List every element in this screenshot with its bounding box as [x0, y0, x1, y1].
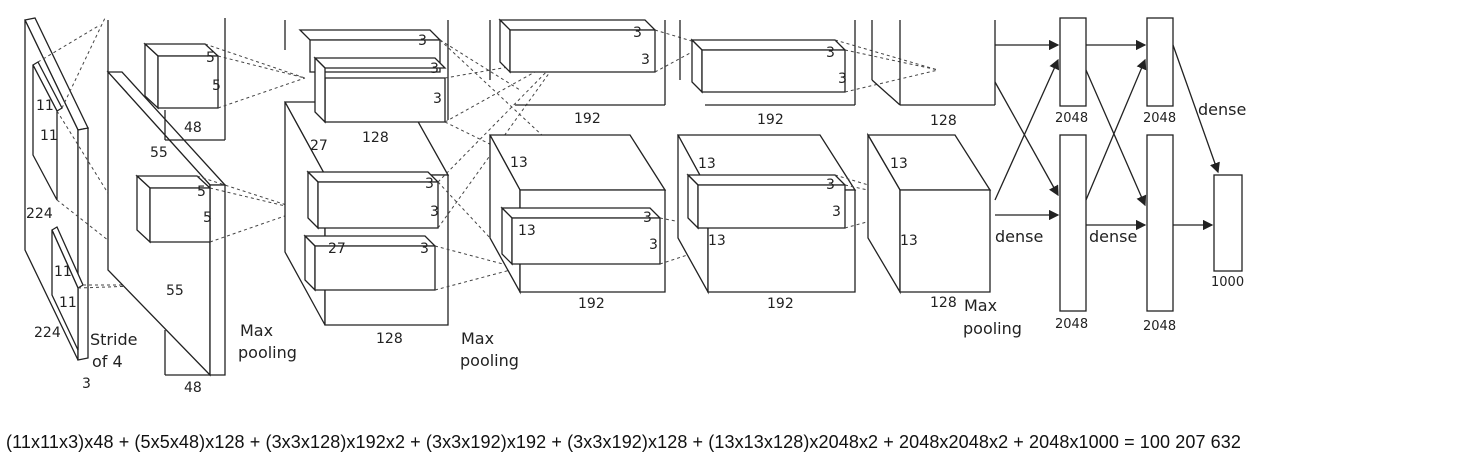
conv3-depth-label-b: 192: [578, 296, 605, 312]
conv3-depth-label: 192: [574, 111, 601, 127]
conv1-size-label: 55: [150, 145, 168, 161]
input-size-label: 224: [26, 206, 53, 222]
conv2-size-label: 27: [310, 138, 328, 154]
output-layer: [1213, 174, 1243, 272]
kernel3-label-6: 3: [420, 241, 429, 257]
kernel5-label-4: 3: [832, 204, 841, 220]
conv3-kernel-bottom: [500, 206, 662, 266]
kernel4-label-4: 3: [649, 237, 658, 253]
max-pooling-2-line1: Max: [461, 329, 494, 348]
conv2-kernel-bottom: [303, 170, 440, 292]
conv1-depth-label: 48: [184, 120, 202, 136]
dense-label-2: dense: [1089, 227, 1137, 246]
conv5-depth-label: 128: [930, 113, 957, 129]
conv4-depth-label: 192: [757, 112, 784, 128]
max-pooling-1-line2: pooling: [238, 343, 297, 362]
alexnet-architecture-diagram: 224 224 3 11 11 11 11 Stride of 4 55 55 …: [24, 17, 1246, 396]
fc6-top-label: 2048: [1055, 111, 1088, 126]
max-pooling-1-line1: Max: [240, 321, 273, 340]
kernel5-label-1: 3: [826, 45, 835, 61]
max-pooling-2-line2: pooling: [460, 351, 519, 370]
kernel2-label-1: 5: [206, 50, 215, 66]
fc7-bottom-label: 2048: [1143, 319, 1176, 334]
max-pooling-3-line2: pooling: [963, 319, 1022, 338]
conv5-size-label: 13: [890, 156, 908, 172]
kernel2-label-2: 5: [212, 78, 221, 94]
fc6-bottom-label: 2048: [1055, 317, 1088, 332]
conv3-kernel-top: [498, 18, 657, 74]
dense-label-1: dense: [995, 227, 1043, 246]
kernel3-label-5: 3: [430, 204, 439, 220]
kernel4-label-2: 3: [641, 52, 650, 68]
conv1-kernel-top: [143, 42, 220, 110]
conv3-size-label: 13: [510, 155, 528, 171]
conv5-depth-label-b: 128: [930, 295, 957, 311]
kernel2-label-3: 5: [197, 184, 206, 200]
conv1-depth-label-b: 48: [184, 380, 202, 396]
kernel1-label-b: 11: [40, 128, 58, 144]
dense-label-3: dense: [1198, 100, 1246, 119]
input-volume: [24, 17, 89, 361]
conv4-depth-label-b: 192: [767, 296, 794, 312]
conv3-size-label-b: 13: [518, 223, 536, 239]
kernel5-label-2: 3: [838, 71, 847, 87]
parameter-count-formula: (11x11x3)x48 + (5x5x48)x128 + (3x3x128)x…: [6, 432, 1241, 452]
conv2-depth-label-b: 128: [376, 331, 403, 347]
max-pooling-3-line1: Max: [964, 296, 997, 315]
conv2-depth-label: 128: [362, 130, 389, 146]
kernel2-label-4: 5: [203, 210, 212, 226]
stride-label-line2: of 4: [92, 352, 123, 371]
kernel3-label-4: 3: [425, 176, 434, 192]
fc7-layer: [1146, 17, 1174, 312]
conv1-size-label-b: 55: [166, 283, 184, 299]
conv4-kernel-top: [690, 38, 847, 94]
fc-connections: [994, 39, 1220, 231]
conv2-kernel-top: [298, 29, 447, 124]
kernel3-label-3: 3: [433, 91, 442, 107]
input-size-bottom-label: 224: [34, 325, 61, 341]
conv1-kernel-bottom: [135, 174, 212, 244]
kernel4-label-1: 3: [633, 25, 642, 41]
kernel1-label-c: 11: [54, 264, 72, 280]
conv4-kernel-bottom: [686, 173, 847, 230]
conv5-size-label-b: 13: [900, 233, 918, 249]
kernel1-label-d: 11: [59, 295, 77, 311]
conv4-size-label: 13: [698, 156, 716, 172]
conv5-volume: [866, 20, 996, 295]
output-label: 1000: [1211, 275, 1244, 290]
conv2-size-label-b: 27: [328, 241, 346, 257]
stride-label-line1: Stride: [90, 330, 137, 349]
kernel4-label-3: 3: [643, 210, 652, 226]
fc7-top-label: 2048: [1143, 111, 1176, 126]
kernel3-label-1: 3: [418, 33, 427, 49]
kernel1-label-a: 11: [36, 98, 54, 114]
conv4-size-label-b: 13: [708, 233, 726, 249]
kernel5-label-3: 3: [826, 177, 835, 193]
kernel3-label-2: 3: [430, 61, 439, 77]
input-depth-label: 3: [82, 376, 91, 392]
fc6-layer: [1059, 17, 1087, 312]
